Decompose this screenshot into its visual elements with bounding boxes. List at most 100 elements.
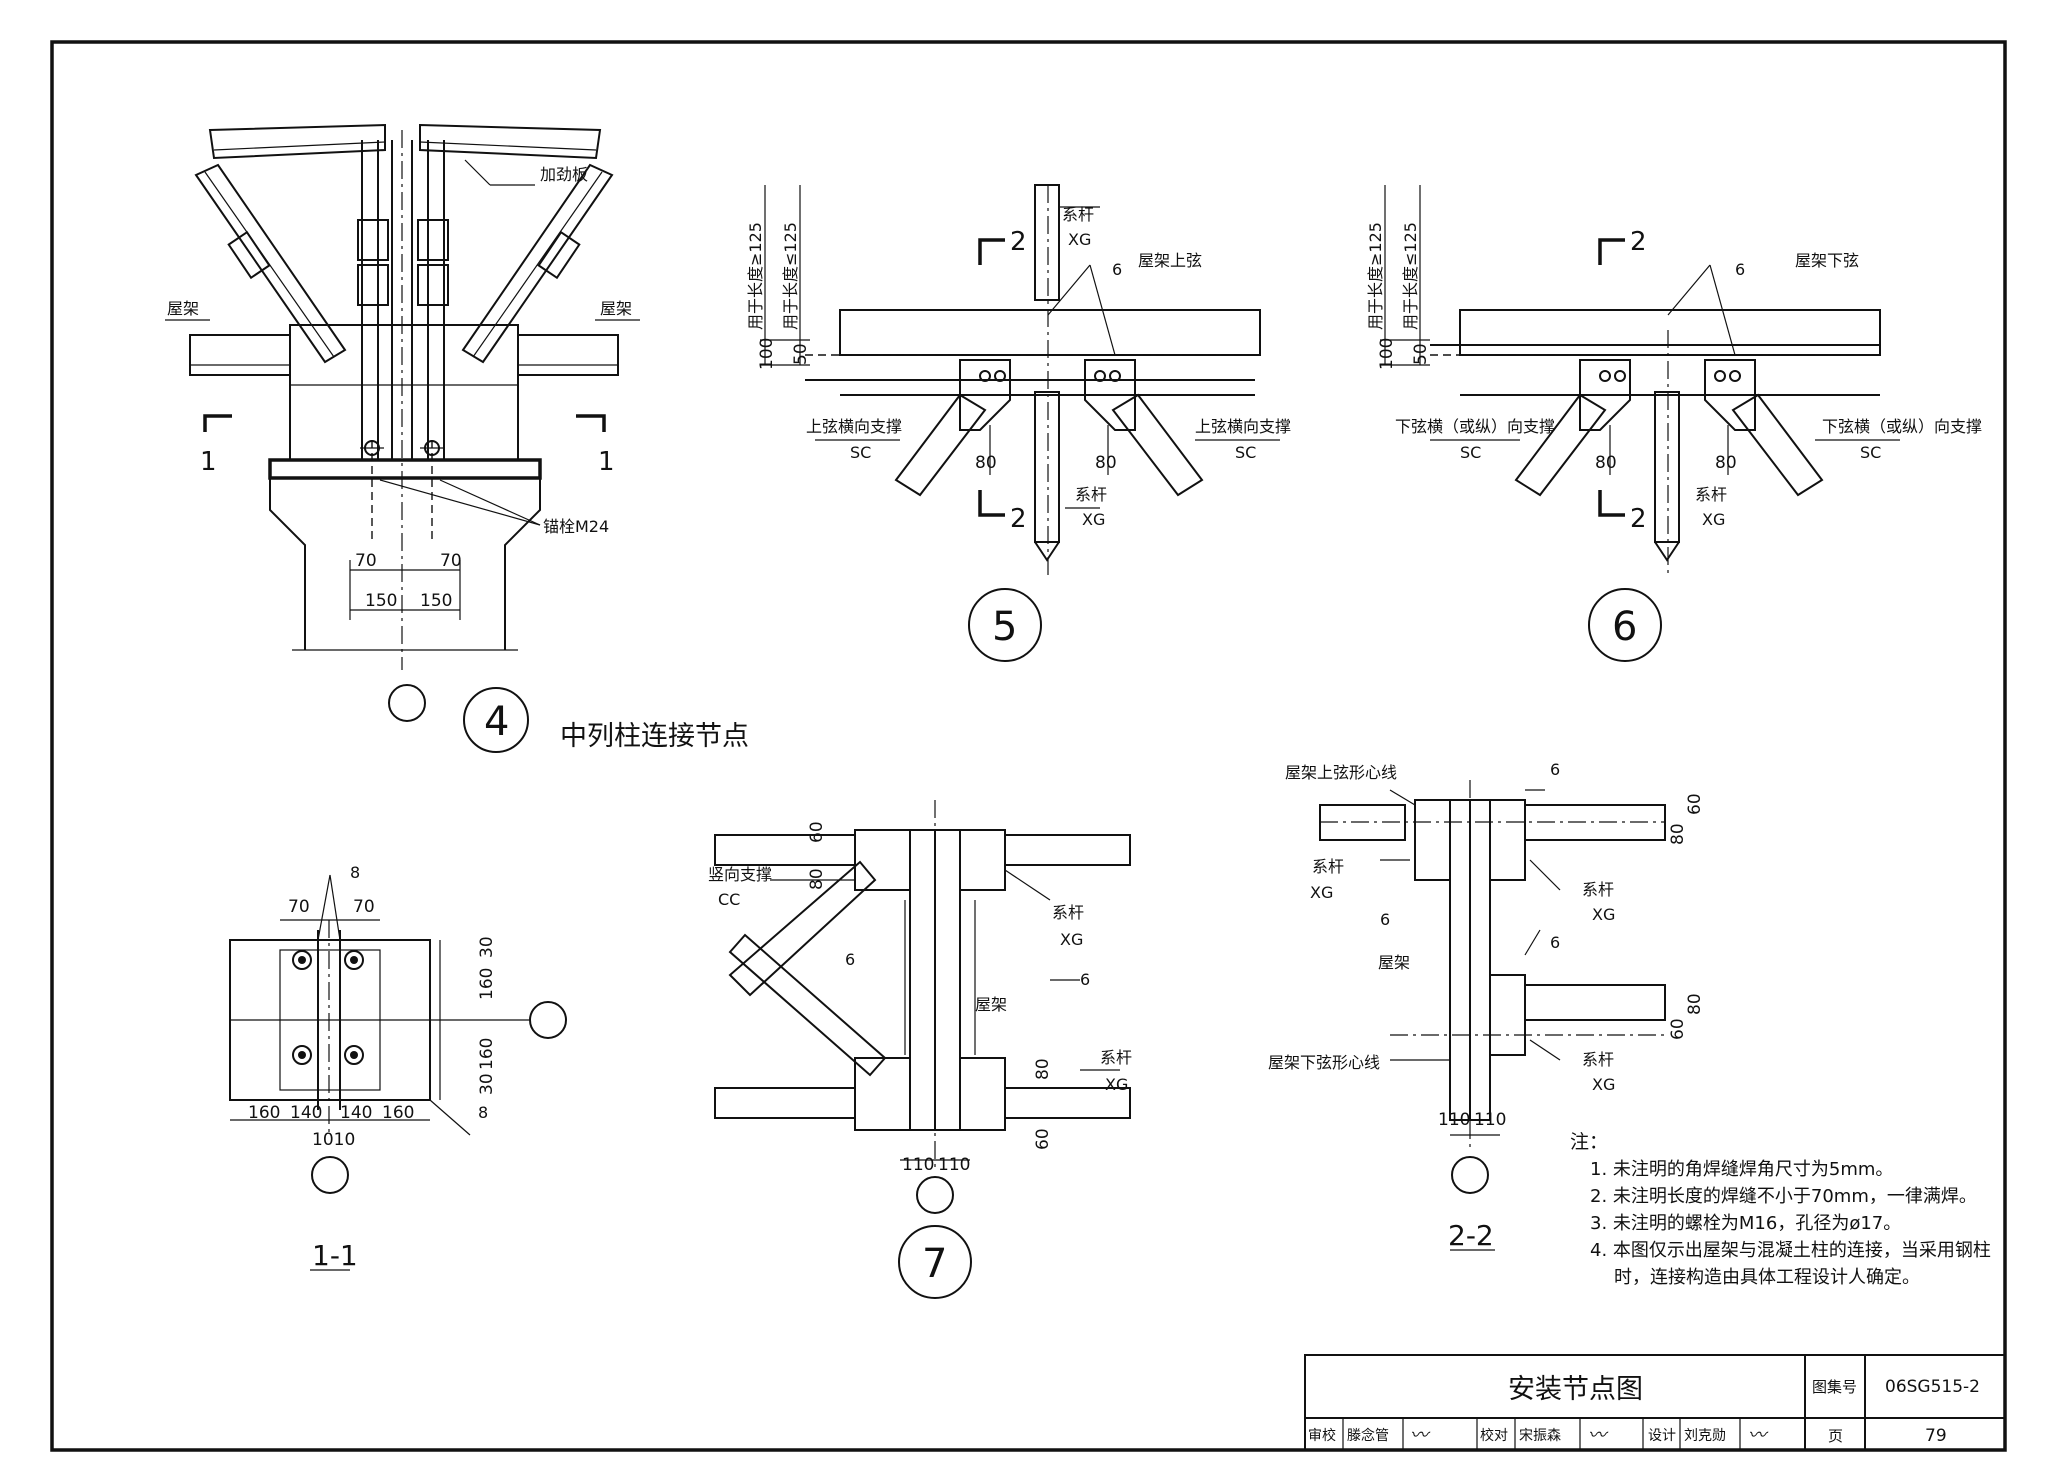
detail5-code-tie-top: XG [1068, 230, 1091, 249]
detail6-code-brace-left: SC [1460, 443, 1481, 462]
designer-signature: 〰 [1748, 1425, 1769, 1446]
section11-weld-top: 8 [350, 863, 360, 882]
detail5-dim-100: 100 [757, 338, 777, 370]
detail7-weld-b: 6 [1080, 970, 1090, 989]
section11-dim-right-4: 30 [477, 1073, 497, 1095]
detail6-number: 6 [1612, 604, 1637, 650]
section22-dim-rb-80: 80 [1685, 993, 1705, 1015]
section22-dim-110-left: 110 [1438, 1110, 1470, 1130]
detail7-dim-60-top: 60 [807, 821, 827, 843]
review-label: 审校 [1308, 1427, 1336, 1444]
detail5-code-brace-left: SC [850, 443, 871, 462]
section-2-2 [1319, 780, 1666, 1251]
detail4-dim-150-left: 150 [365, 591, 397, 611]
section22-label-truss: 屋架 [1378, 953, 1410, 972]
detail4-dim-150-right: 150 [420, 591, 452, 611]
sheet-border [50, 40, 2007, 1452]
section11-title: 1-1 [312, 1239, 358, 1272]
notes-item-1: 1. 未注明的角焊缝焊角尺寸为5mm。 [1590, 1159, 1893, 1180]
detail5-section-mark-bottom: 2 [1010, 504, 1027, 534]
detail6-dim-50: 50 [1411, 343, 1431, 365]
section22-label-top-centerline: 屋架上弦形心线 [1285, 763, 1397, 782]
detail-7 [714, 800, 1131, 1299]
section11-dim-top-right: 70 [353, 897, 375, 917]
detail7-dim-60-bottom: 60 [1033, 1128, 1053, 1150]
detail5-label-brace-right: 上弦横向支撑 [1195, 417, 1291, 436]
notes-item-5: 时，连接构造由具体工程设计人确定。 [1614, 1267, 1920, 1288]
detail5-label-tie-top: 系杆 [1062, 205, 1094, 224]
detail5-dim-80-left: 80 [975, 453, 997, 473]
detail5-label-brace-left: 上弦横向支撑 [806, 417, 902, 436]
section11-dim-bottom-3: 140 [340, 1103, 372, 1123]
detail4-label-stiffener: 加劲板 [540, 165, 588, 184]
notes-item-3: 3. 未注明的螺栓为M16，孔径为ø17。 [1590, 1213, 1901, 1234]
notes-item-4: 4. 本图仅示出屋架与混凝土柱的连接，当采用钢柱 [1590, 1240, 1991, 1261]
atlas-label: 图集号 [1812, 1378, 1857, 1396]
designer: 刘克勋 [1684, 1428, 1726, 1444]
detail6-section-mark-bottom: 2 [1630, 504, 1647, 534]
section22-dim-rt-80: 80 [1668, 823, 1688, 845]
detail7-dim-110-right: 110 [938, 1155, 970, 1175]
reviewer: 滕念管 [1347, 1427, 1389, 1444]
section22-dim-110-right: 110 [1474, 1110, 1506, 1130]
detail6-code-tie-bottom: XG [1702, 510, 1725, 529]
section22-weld-1: 6 [1550, 760, 1560, 779]
sheet-title: 安装节点图 [1508, 1374, 1643, 1405]
detail5-label-tie-bottom: 系杆 [1075, 485, 1107, 504]
drawing-number: 06SG515-2 [1885, 1377, 1980, 1397]
detail7-number: 7 [922, 1241, 947, 1287]
design-label: 设计 [1648, 1428, 1676, 1444]
page-number: 79 [1925, 1426, 1947, 1446]
detail7-code-tie-bottom: XG [1105, 1075, 1128, 1094]
reviewer-signature: 〰 [1410, 1425, 1431, 1446]
detail6-dim-80-left: 80 [1595, 453, 1617, 473]
section22-label-tie-left: 系杆 [1312, 857, 1344, 876]
detail7-weld-a: 6 [845, 950, 855, 969]
detail5-code-brace-right: SC [1235, 443, 1256, 462]
detail6-code-brace-right: SC [1860, 443, 1881, 462]
detail6-weld: 6 [1735, 260, 1745, 279]
section11-dim-right-2: 160 [477, 968, 497, 1000]
detail5-dim-80-right: 80 [1095, 453, 1117, 473]
detail7-label-tie-top: 系杆 [1052, 903, 1084, 922]
detail4-number: 4 [484, 699, 509, 745]
detail6-label-brace-left: 下弦横（或纵）向支撑 [1395, 417, 1555, 436]
section11-dim-center: 1010 [312, 1130, 355, 1150]
detail4-caption: 中列柱连接节点 [560, 721, 749, 752]
section11-dim-right-3: 160 [477, 1038, 497, 1070]
section22-code-tie-r2: XG [1592, 1075, 1615, 1094]
section22-code-tie-r1: XG [1592, 905, 1615, 924]
section22-dim-rt-60: 60 [1685, 793, 1705, 815]
check-label: 校对 [1480, 1427, 1508, 1444]
detail5-section-mark-top: 2 [1010, 227, 1027, 257]
detail7-dim-110-left: 110 [902, 1155, 934, 1175]
section11-dim-bottom-1: 160 [248, 1103, 280, 1123]
detail-5 [760, 184, 1280, 662]
section22-dim-rb-60: 60 [1668, 1018, 1688, 1040]
detail6-dim-100: 100 [1377, 338, 1397, 370]
detail5-code-tie-bottom: XG [1082, 510, 1105, 529]
section11-dim-top-left: 70 [288, 897, 310, 917]
section11-dim-bottom-4: 160 [382, 1103, 414, 1123]
notes: 注： 1. 未注明的角焊缝焊角尺寸为5mm。 2. 未注明长度的焊缝不小于70m… [1570, 1131, 1991, 1288]
detail5-dim-vert-2: 用于长度≤125 [781, 222, 800, 330]
detail6-dim-80-right: 80 [1715, 453, 1737, 473]
section-1-1 [229, 874, 567, 1271]
detail6-section-mark-top: 2 [1630, 227, 1647, 257]
detail6-label-brace-right: 下弦横（或纵）向支撑 [1822, 417, 1982, 436]
detail5-dim-50: 50 [791, 343, 811, 365]
detail-6 [1380, 185, 1900, 662]
detail7-label-truss: 屋架 [975, 995, 1007, 1014]
detail4-dim-70-right: 70 [440, 551, 462, 571]
notes-item-2: 2. 未注明长度的焊缝不小于70mm，一律满焊。 [1590, 1186, 1977, 1207]
detail7-code-tie-top: XG [1060, 930, 1083, 949]
detail4-label-truss-left: 屋架 [167, 299, 199, 318]
detail6-dim-vert-2: 用于长度≤125 [1401, 222, 1420, 330]
detail7-dim-80-bottom: 80 [1033, 1058, 1053, 1080]
detail4-label-truss-right: 屋架 [600, 299, 632, 318]
section22-label-tie-r1: 系杆 [1582, 880, 1614, 899]
checker-signature: 〰 [1588, 1425, 1609, 1446]
detail6-label-bottom-chord: 屋架下弦 [1795, 251, 1859, 270]
section22-weld-3: 6 [1550, 933, 1560, 952]
